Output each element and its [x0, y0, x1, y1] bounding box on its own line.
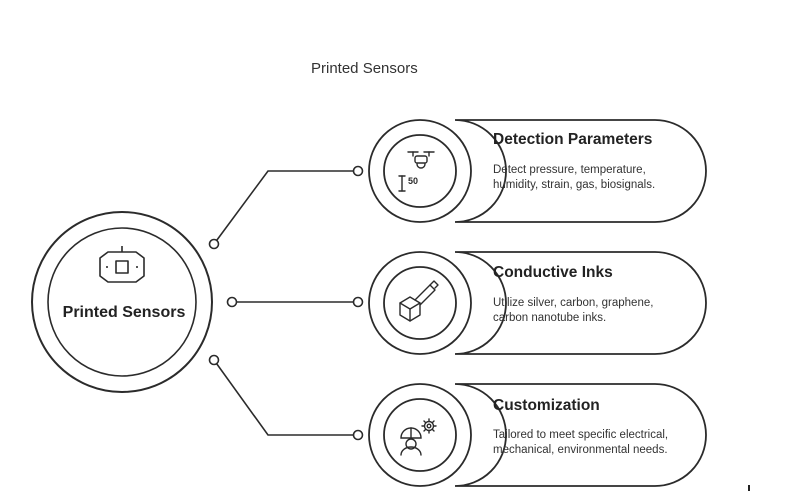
card-title: Customization	[493, 397, 600, 414]
connector-middle-start-dot	[226, 296, 238, 308]
connector-bottom-start-dot	[208, 354, 220, 366]
connector-lines	[213, 170, 358, 436]
center-outer-ring	[31, 211, 213, 393]
card-description: Utilize silver, carbon, graphene, carbon…	[493, 297, 654, 324]
connector-bottom-end-dot	[352, 429, 364, 441]
card-title: Detection Parameters	[493, 131, 653, 148]
connector-top-end-dot	[352, 165, 364, 177]
card-title: Conductive Inks	[493, 264, 613, 281]
card-description: Detect pressure, temperature, humidity, …	[493, 164, 656, 191]
connector-top-start-dot	[208, 238, 220, 250]
engineer-gear-icon	[400, 418, 437, 456]
connector-middle-end-dot	[352, 296, 364, 308]
center-label: Printed Sensors	[62, 304, 186, 321]
connector-bottom	[213, 359, 358, 436]
card-detection-parameters	[368, 119, 707, 223]
center-inner-ring	[47, 227, 197, 377]
connector-top	[213, 170, 358, 245]
sensor-chip-icon	[99, 246, 145, 283]
drone-gauge-icon: 50	[398, 151, 435, 192]
card-description: Tailored to meet specific electrical, me…	[493, 429, 669, 456]
svg-text:50: 50	[408, 176, 418, 186]
diagram-title: Printed Sensors	[311, 60, 418, 77]
corner-mark	[748, 485, 750, 491]
cube-ink-pen-icon	[399, 280, 439, 322]
